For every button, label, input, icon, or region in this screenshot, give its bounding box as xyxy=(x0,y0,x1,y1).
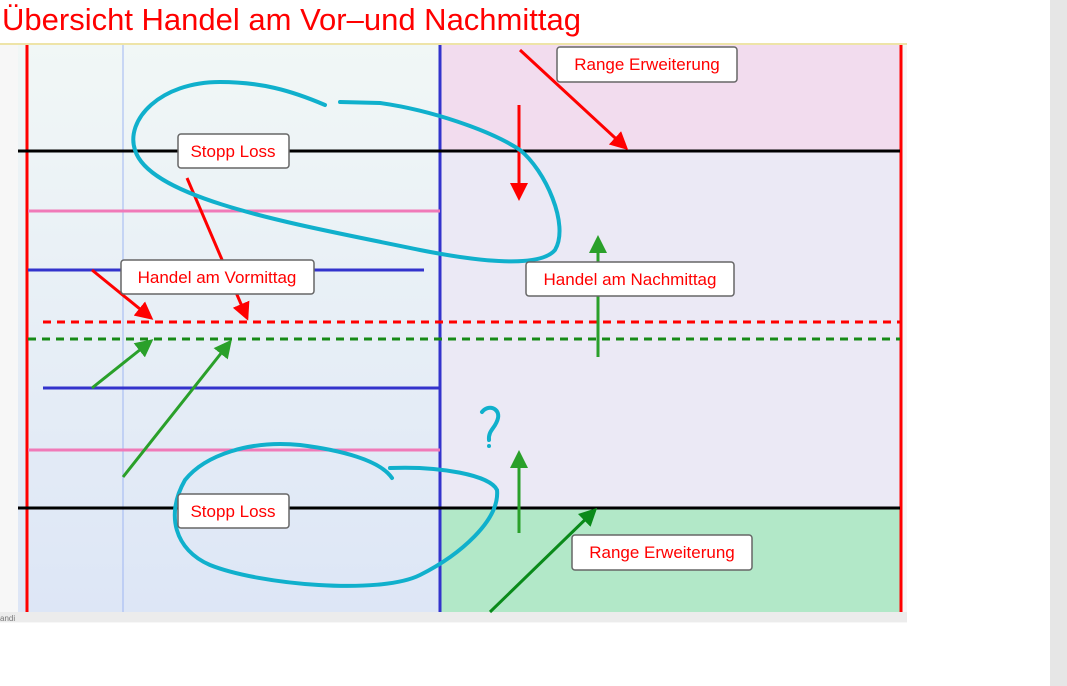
label-stop-bottom: Stopp Loss xyxy=(177,493,290,529)
label-afternoon: Handel am Nachmittag xyxy=(525,261,735,297)
page-title: Übersicht Handel am Vor–und Nachmittag xyxy=(2,2,581,37)
label-range-top-text: Range Erweiterung xyxy=(574,55,720,74)
arrow-range-up xyxy=(518,48,629,151)
arrow-range-down xyxy=(488,507,598,614)
label-stop-top-text: Stopp Loss xyxy=(190,142,275,161)
label-range-bottom: Range Erweiterung xyxy=(571,534,753,571)
label-range-top: Range Erweiterung xyxy=(556,46,738,83)
label-afternoon-text: Handel am Nachmittag xyxy=(544,270,717,289)
highlight-loop-top xyxy=(131,79,562,264)
highlight-loop-bottom xyxy=(172,442,500,588)
footer-text: andi xyxy=(0,614,15,623)
label-morning: Handel am Vormittag xyxy=(120,259,315,295)
label-morning-text: Handel am Vormittag xyxy=(138,268,297,287)
question-mark-stroke xyxy=(480,405,501,442)
status-strip xyxy=(0,612,907,622)
label-stop-bottom-text: Stopp Loss xyxy=(190,502,275,521)
label-range-bottom-text: Range Erweiterung xyxy=(589,543,735,562)
label-stop-top: Stopp Loss xyxy=(177,133,290,169)
arrow-long-entry-2 xyxy=(121,339,232,478)
afternoon-zone xyxy=(441,151,901,508)
scrollbar[interactable] xyxy=(1050,0,1067,686)
arrow-long-entry-1 xyxy=(91,339,154,390)
